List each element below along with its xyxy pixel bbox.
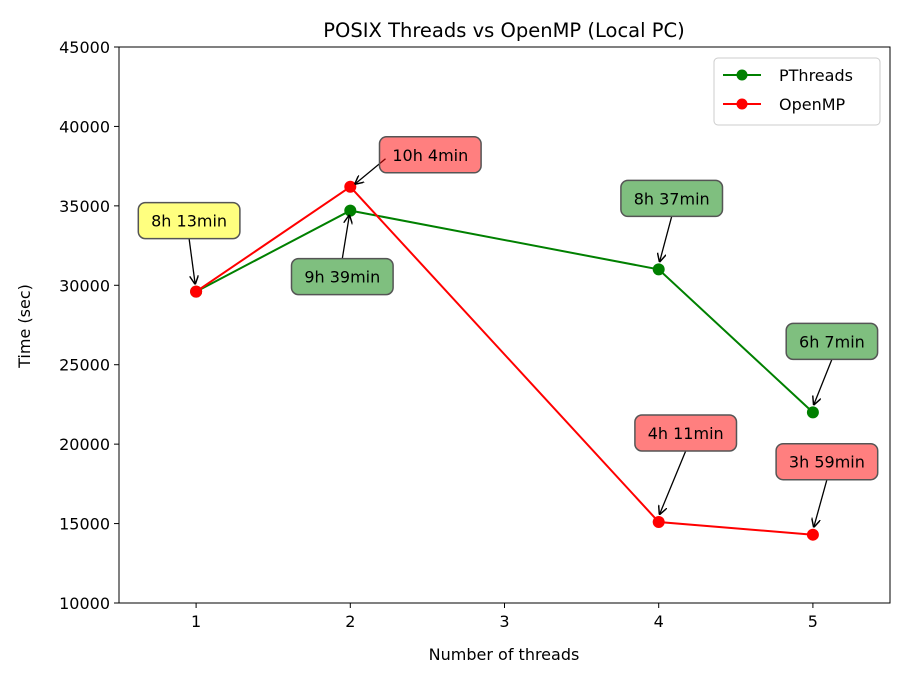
series-line-openmp [195, 185, 813, 536]
y-tick-label: 15000 [59, 515, 110, 534]
y-tick-label: 10000 [59, 594, 110, 613]
annotation-label: 6h 7min [799, 332, 865, 351]
legend-marker-pthreads [736, 69, 748, 81]
series-line-pthreads [195, 209, 814, 414]
x-tick-label: 5 [808, 612, 818, 631]
y-tick-label: 25000 [59, 356, 110, 375]
annotation-arrow [341, 216, 349, 259]
annotation-label: 8h 13min [151, 212, 227, 231]
annotation: 6h 7min [785, 322, 879, 404]
annotation: 9h 39min [290, 216, 394, 296]
annotation-arrow [814, 359, 833, 404]
x-tick-label: 2 [345, 612, 355, 631]
legend-marker-openmp [736, 98, 748, 110]
annotation-arrow [660, 216, 673, 261]
annotation-arrow [814, 479, 828, 527]
y-tick-label: 35000 [59, 197, 110, 216]
data-point-openmp [652, 515, 665, 528]
annotation-arrow [188, 238, 195, 284]
annotation-box [634, 414, 738, 452]
annotation-label: 8h 37min [634, 189, 710, 208]
annotation-box [775, 442, 879, 481]
data-point-openmp [190, 285, 203, 298]
annotation-arrow [660, 450, 687, 514]
data-point-pthreads [344, 204, 357, 217]
y-tick-label: 40000 [59, 117, 110, 136]
x-axis-label: Number of threads [429, 645, 580, 664]
annotation-label: 9h 39min [304, 268, 380, 287]
annotation-label: 4h 11min [648, 424, 724, 443]
legend: PThreads OpenMP [713, 57, 881, 126]
x-tick-label: 3 [499, 612, 509, 631]
legend-label-pthreads: PThreads [779, 66, 853, 85]
plot-frame [118, 46, 891, 604]
annotation-layer: 8h 13min 10h 4min 9h 39min 8h 37min 6h 7min 4… [137, 136, 879, 527]
annotation-box [378, 136, 482, 174]
data-point-openmp [806, 528, 819, 541]
chart-title: POSIX Threads vs OpenMP (Local PC) [323, 19, 684, 42]
annotation-label: 10h 4min [392, 146, 468, 165]
annotation: 4h 11min [634, 414, 738, 514]
marks-layer [190, 180, 819, 541]
legend-label-openmp: OpenMP [779, 95, 846, 114]
annotation-box [137, 201, 241, 240]
data-point-openmp [344, 180, 357, 193]
annotation: 8h 37min [620, 179, 724, 261]
annotation-box [290, 257, 394, 296]
ticks-layer: 1 2 3 4 5 10000 15000 20000 25000 30000 35000 40000… [59, 38, 818, 631]
x-tick-label: 4 [654, 612, 664, 631]
annotation-box [620, 179, 724, 218]
y-tick-label: 30000 [59, 276, 110, 295]
data-point-pthreads [806, 406, 819, 419]
y-tick-label: 20000 [59, 435, 110, 454]
annotation: 3h 59min [775, 442, 879, 527]
annotation: 10h 4min [355, 136, 482, 184]
x-tick-label: 1 [191, 612, 201, 631]
y-axis-label: Time (sec) [15, 284, 34, 369]
annotation: 8h 13min [137, 201, 241, 284]
annotation-label: 3h 59min [789, 453, 865, 472]
data-point-pthreads [652, 263, 665, 276]
annotation-box [785, 322, 879, 361]
y-tick-label: 45000 [59, 38, 110, 57]
